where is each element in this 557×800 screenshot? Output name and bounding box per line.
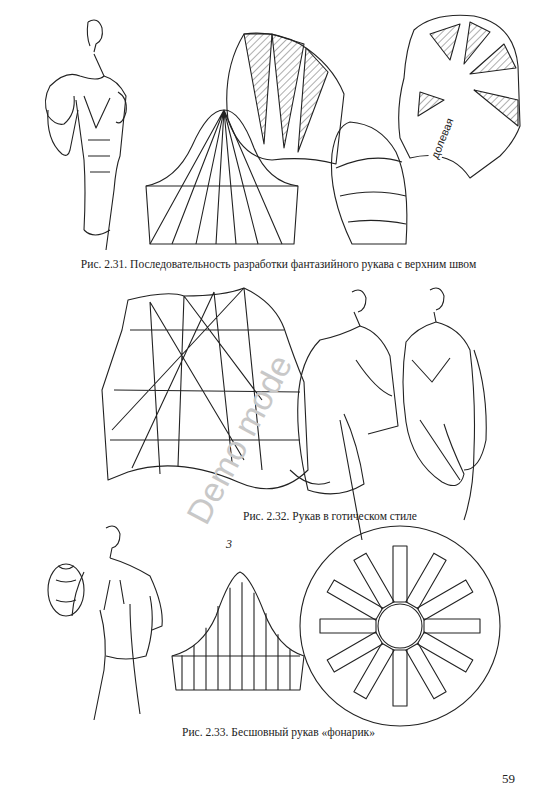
figure-caption: Рис. 2.32. Рукав в готическом стиле xyxy=(180,510,480,523)
lantern-sleeve-circle xyxy=(300,526,500,726)
page-number: 59 xyxy=(502,772,515,787)
sleeve-pattern xyxy=(146,110,298,244)
sleeve-pattern xyxy=(399,15,520,178)
sleeve-pattern xyxy=(227,33,344,164)
fashion-figure xyxy=(290,288,486,540)
fashion-figure xyxy=(48,526,162,720)
lantern-sleeve-pattern xyxy=(172,572,304,690)
fashion-figure xyxy=(45,20,126,250)
figure-caption: Рис. 2.31. Последовательность разработки… xyxy=(0,258,557,271)
callout-number: 3 xyxy=(226,538,232,552)
sleeve-pattern xyxy=(331,122,406,244)
grain-line-label: долевая xyxy=(427,114,456,162)
figure-caption: Рис. 2.33. Бесшовный рукав «фонарик» xyxy=(0,726,557,739)
